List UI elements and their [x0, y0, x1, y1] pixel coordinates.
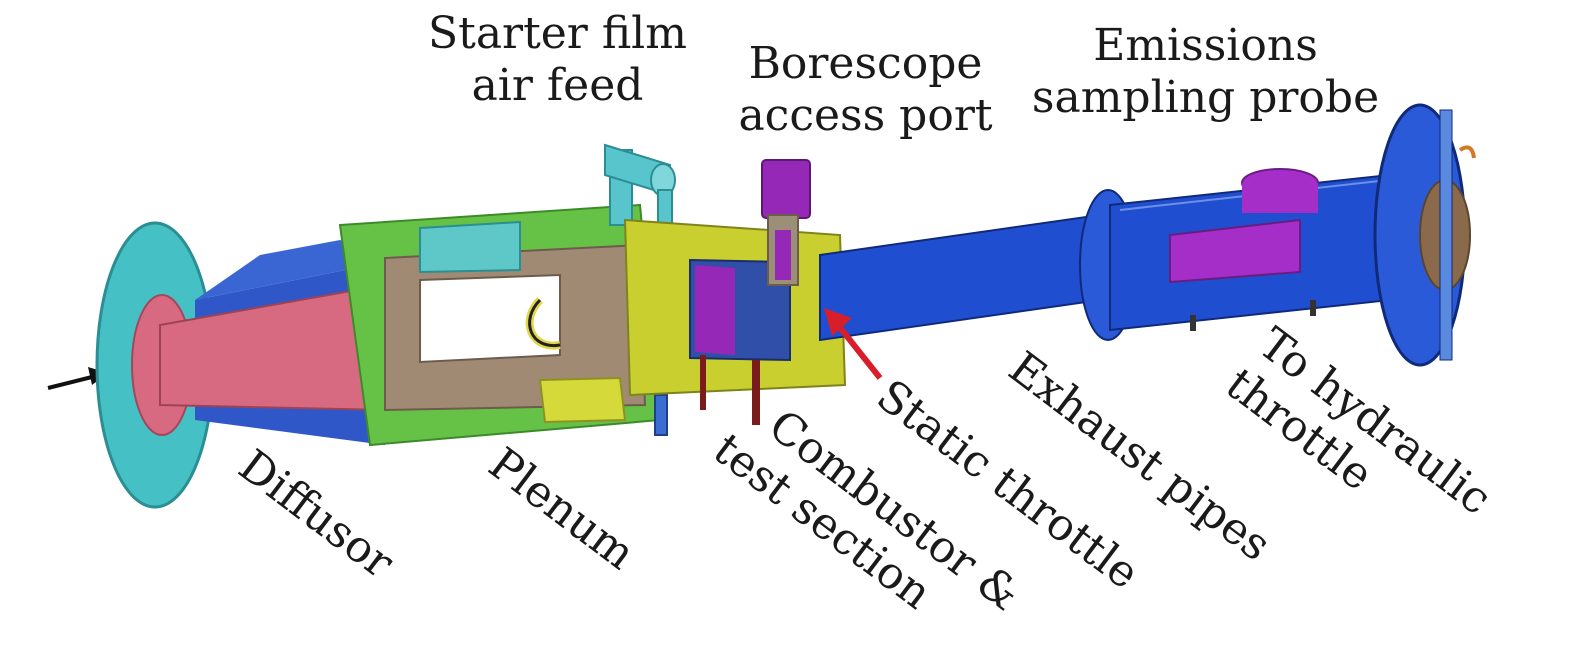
outlet-flange: [1373, 103, 1476, 367]
label-starter-film-air-feed: Starter film air feed: [420, 8, 695, 112]
label-starter-film-line-2: air feed: [471, 60, 644, 111]
label-emissions-line-2: sampling probe: [1031, 72, 1380, 123]
plenum: [338, 203, 662, 447]
label-emissions-line-1: Emissions: [1093, 20, 1318, 71]
label-borescope-line-1: Borescope: [748, 38, 983, 89]
air-feed-pipe: [604, 143, 676, 436]
combustor-section: [623, 218, 847, 425]
label-starter-film-line-1: Starter film: [428, 8, 687, 59]
diffusor-cone: [159, 240, 386, 445]
label-emissions-sampling-probe: Emissions sampling probe: [1028, 20, 1383, 124]
label-borescope-access-port: Borescope access port: [733, 38, 998, 142]
emissions-probe: [1169, 168, 1319, 284]
label-borescope-line-2: access port: [738, 90, 993, 141]
static-throttle-arrow: [824, 308, 883, 380]
borescope-port: [761, 159, 811, 286]
